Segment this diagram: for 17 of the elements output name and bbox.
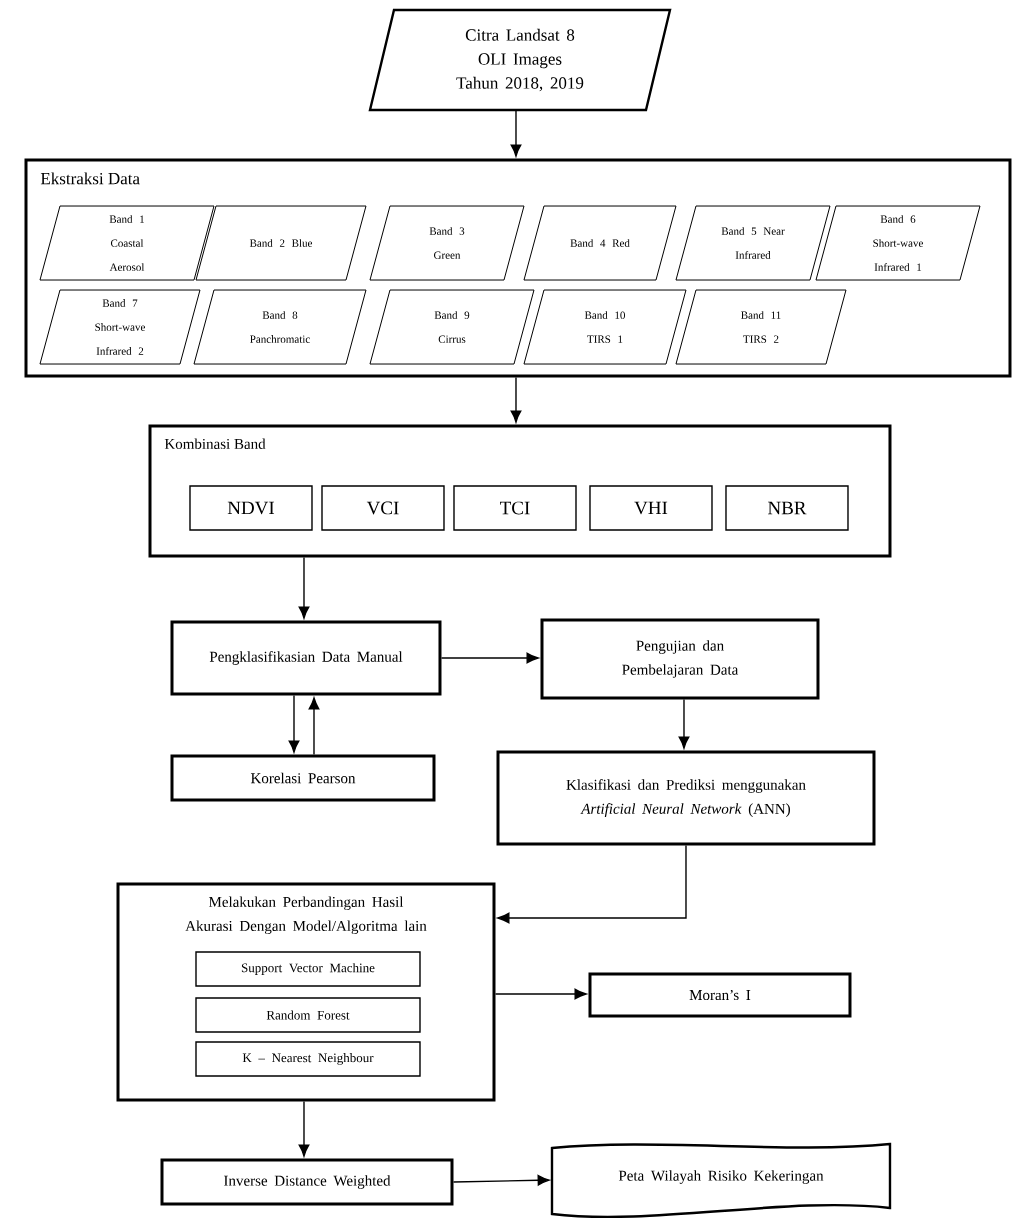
process-box: TCI bbox=[453, 485, 577, 531]
arrow bbox=[510, 109, 522, 157]
process-box: NBR bbox=[725, 485, 849, 531]
input-parallelogram: Citra Landsat 8 OLI Images Tahun 2018, 2019 bbox=[368, 8, 672, 112]
arrow bbox=[494, 988, 587, 1000]
arrow bbox=[308, 697, 320, 756]
arrow bbox=[440, 652, 539, 664]
process-box: VHI bbox=[589, 485, 713, 531]
arrow bbox=[678, 698, 690, 749]
process-box: NDVI bbox=[189, 485, 313, 531]
arrow bbox=[452, 1174, 550, 1186]
arrow bbox=[298, 556, 310, 619]
arrow bbox=[510, 376, 522, 423]
process-box: VCI bbox=[321, 485, 445, 531]
arrow bbox=[497, 844, 687, 924]
arrow bbox=[288, 694, 300, 753]
arrow bbox=[298, 1100, 310, 1157]
